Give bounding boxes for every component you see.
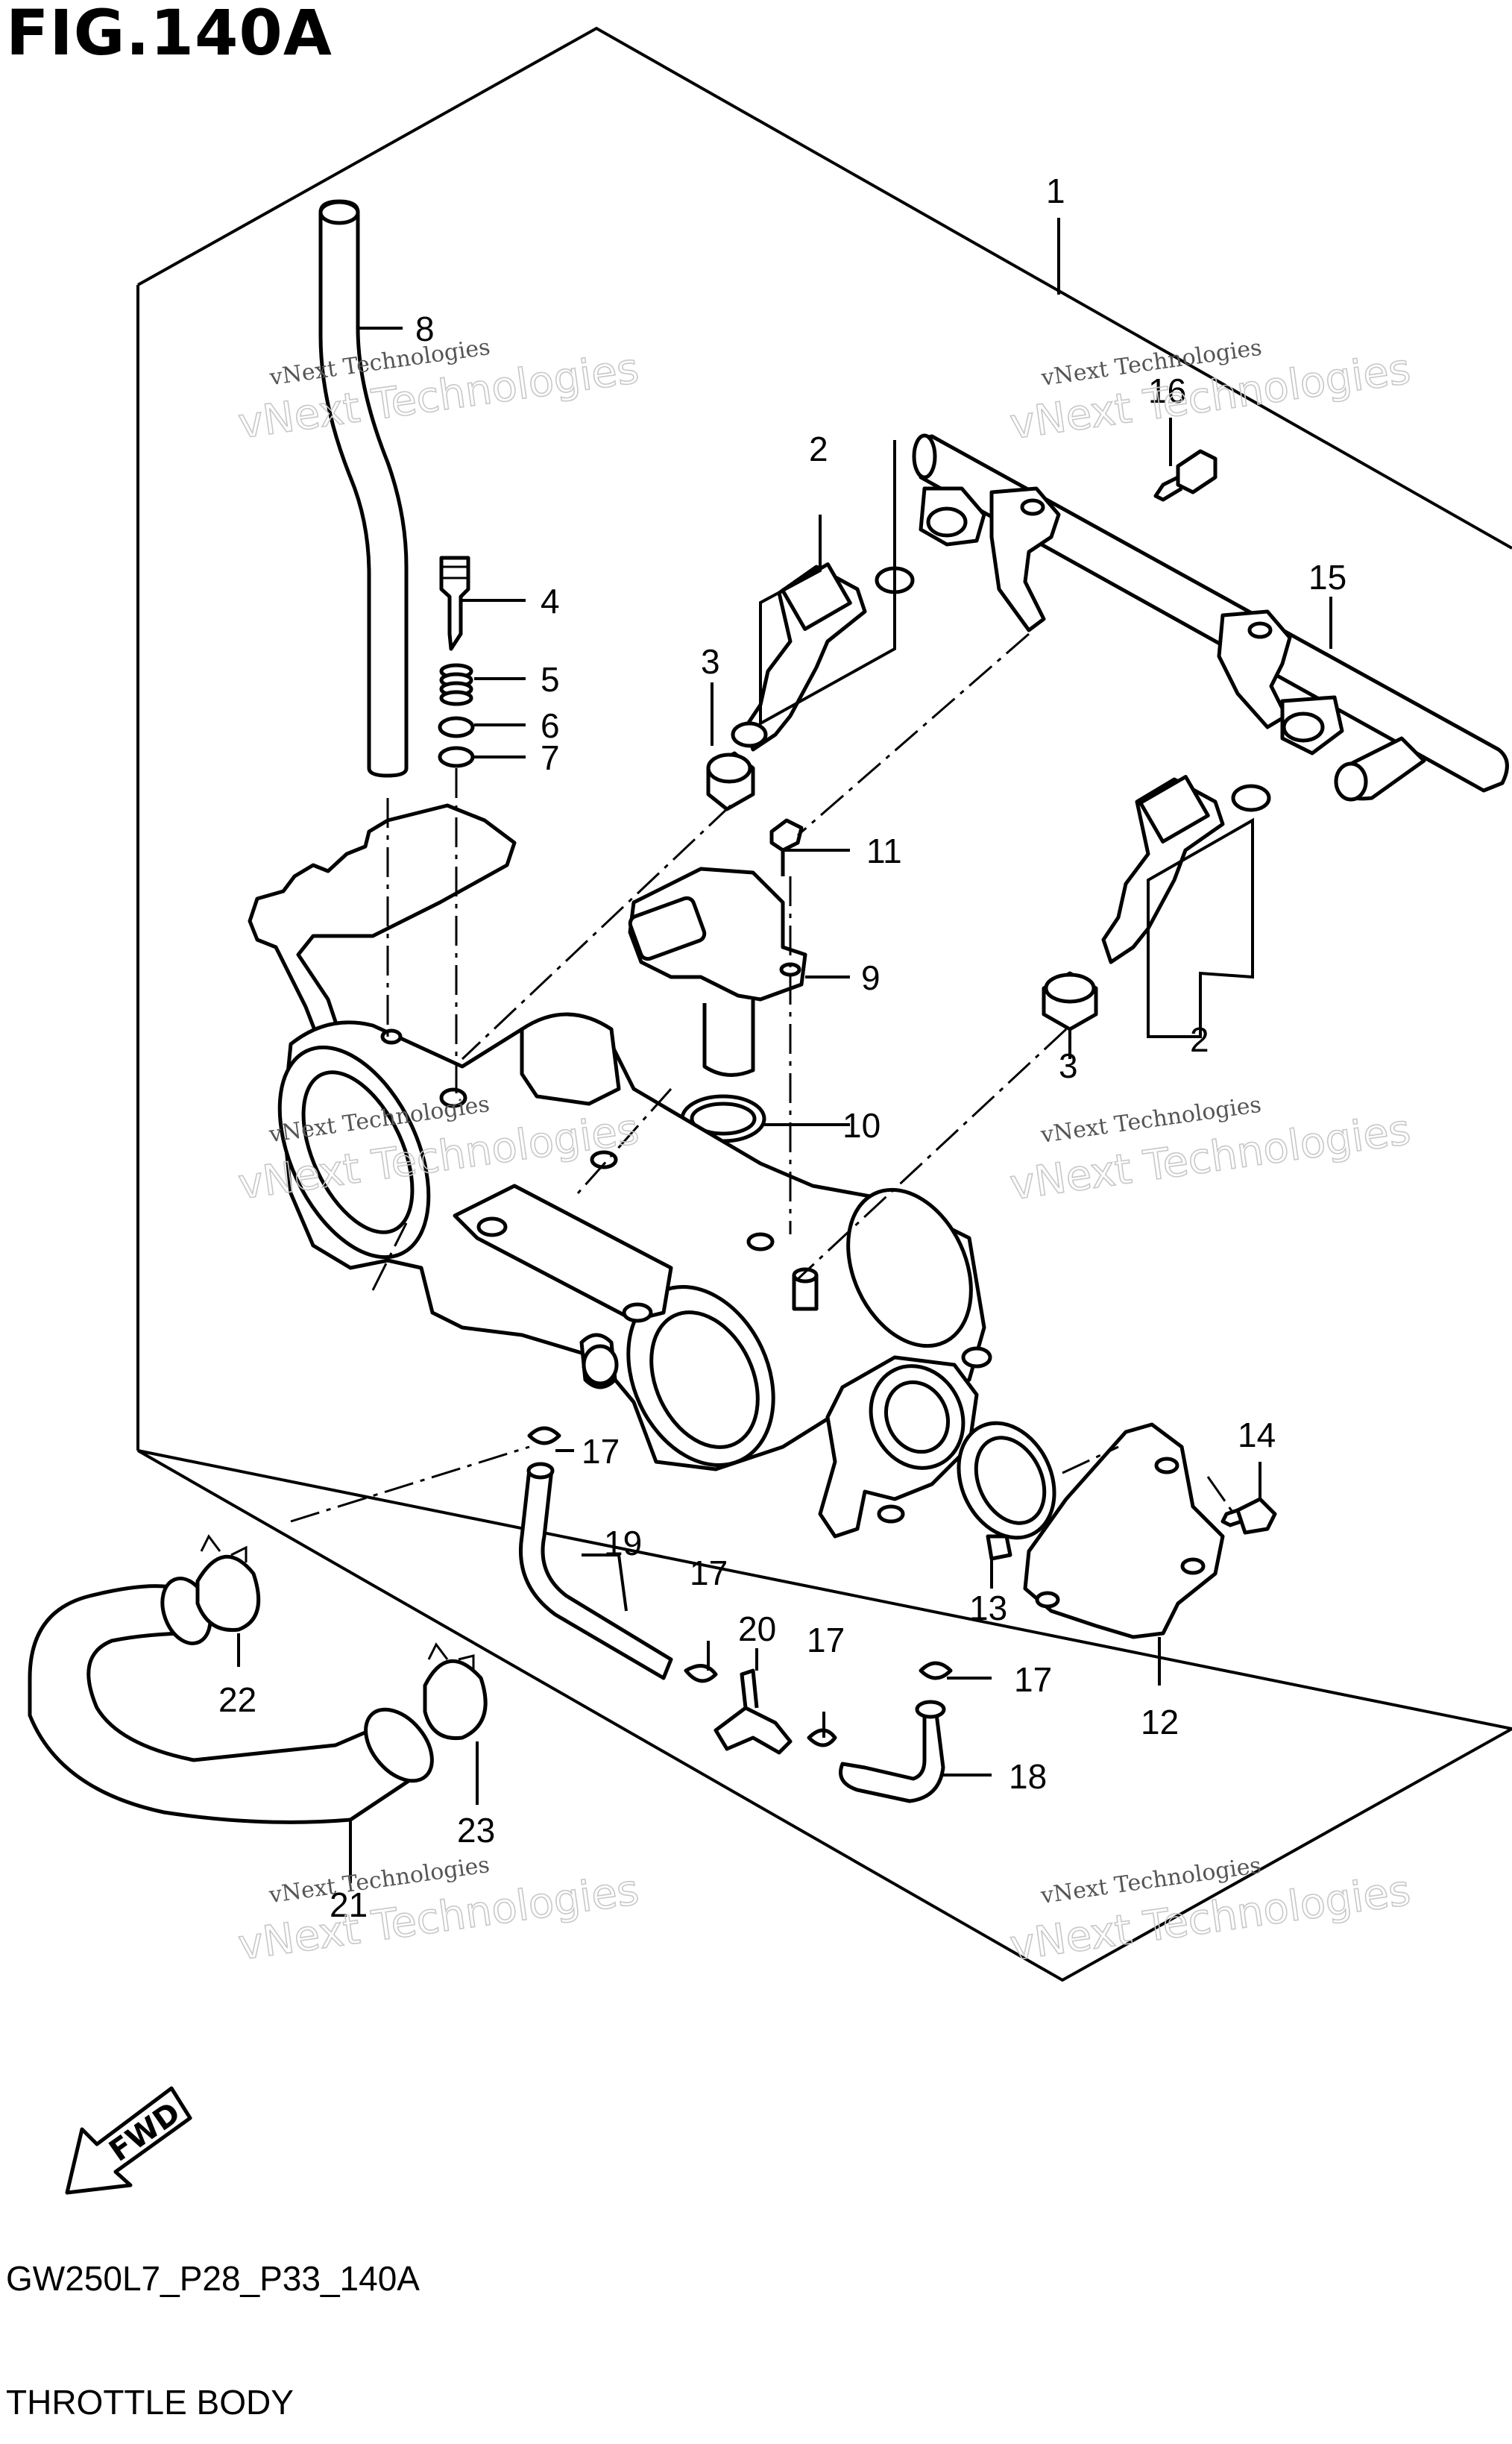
callout-20: 20	[738, 1609, 776, 1648]
leader-lines	[237, 218, 1332, 1883]
callout-11: 11	[866, 832, 902, 870]
throttle-position-sensor	[628, 867, 807, 1077]
callout-16: 16	[1148, 371, 1186, 410]
injector-seal-upper-top	[706, 753, 752, 784]
callout-5: 5	[541, 660, 560, 699]
hose-18	[839, 1706, 945, 1803]
callout-3-upper: 3	[701, 642, 720, 681]
clamp-17b	[684, 1664, 718, 1683]
hose-18-end	[915, 1700, 946, 1719]
callout-18: 18	[1009, 1757, 1047, 1796]
callout-17d: 17	[1014, 1660, 1052, 1699]
callout-3-lower: 3	[1059, 1046, 1078, 1085]
callout-19: 19	[604, 1524, 642, 1562]
callout-12: 12	[1141, 1703, 1179, 1741]
callout-8: 8	[415, 310, 435, 348]
diagram-name: THROTTLE BODY	[6, 2383, 294, 2422]
callout-2-upper: 2	[809, 430, 828, 468]
hose-19-end	[526, 1462, 555, 1480]
fuel-injector-lower	[1101, 775, 1271, 964]
callout-14: 14	[1238, 1416, 1276, 1454]
hose-clamp-23-ears	[427, 1642, 475, 1671]
washer	[438, 716, 475, 738]
forward-arrow: FWD	[65, 2086, 192, 2195]
callout-7: 7	[541, 738, 560, 777]
hose-clamp-23	[423, 1659, 488, 1741]
callout-17b: 17	[690, 1554, 728, 1592]
assembly-lines	[290, 632, 1235, 1523]
callout-21: 21	[330, 1885, 368, 1924]
callout-15: 15	[1308, 558, 1346, 597]
sensor-o-ring-inner	[690, 1102, 757, 1136]
idle-speed-control-valve	[818, 1346, 992, 1539]
spring	[439, 663, 473, 706]
o-ring-small	[438, 746, 475, 768]
callout-6: 6	[541, 706, 560, 745]
vacuum-hose	[318, 199, 409, 778]
intake-hose-end-b	[364, 1707, 434, 1783]
cover-screw	[1220, 1497, 1277, 1535]
intake-hose	[28, 1584, 420, 1824]
three-way-joint	[714, 1668, 793, 1755]
hose-clamp-22	[195, 1554, 261, 1633]
delivery-pipe-bolt	[1153, 449, 1218, 502]
fuel-delivery-pipe	[912, 433, 1509, 802]
callout-9: 9	[861, 958, 881, 997]
hose-clamp-22-ears	[200, 1534, 248, 1562]
vacuum-hose-end	[318, 200, 360, 225]
clamp-17d	[919, 1661, 953, 1680]
callout-23: 23	[457, 1811, 495, 1850]
callout-22: 22	[218, 1680, 256, 1719]
diagram-code: GW250L7_P28_P33_140A	[6, 2259, 420, 2298]
assembly-frame	[137, 26, 1512, 1982]
cover-gasket	[957, 1421, 1056, 1561]
callout-13: 13	[969, 1589, 1007, 1627]
callout-10: 10	[842, 1106, 881, 1145]
clamp-17c	[807, 1728, 837, 1747]
figure-title: FIG.140A	[6, 0, 333, 69]
callout-2-lower: 2	[1190, 1020, 1209, 1059]
callout-17a: 17	[582, 1432, 620, 1471]
clamp-17a	[527, 1426, 561, 1445]
injector-seal-lower-top	[1044, 973, 1096, 1004]
sensor-screw	[769, 818, 804, 876]
actuator-cover	[1023, 1422, 1225, 1639]
callout-numbers: 1 2 3 4 5 6 7 8 9 10 11 2 3 12 13 14 15 …	[218, 172, 1346, 1924]
callout-4: 4	[541, 582, 560, 621]
callout-1: 1	[1046, 172, 1065, 210]
adjust-screw	[439, 556, 470, 651]
throttle-body	[277, 1012, 986, 1471]
callout-17c: 17	[807, 1621, 845, 1659]
hose-19	[518, 1463, 673, 1680]
